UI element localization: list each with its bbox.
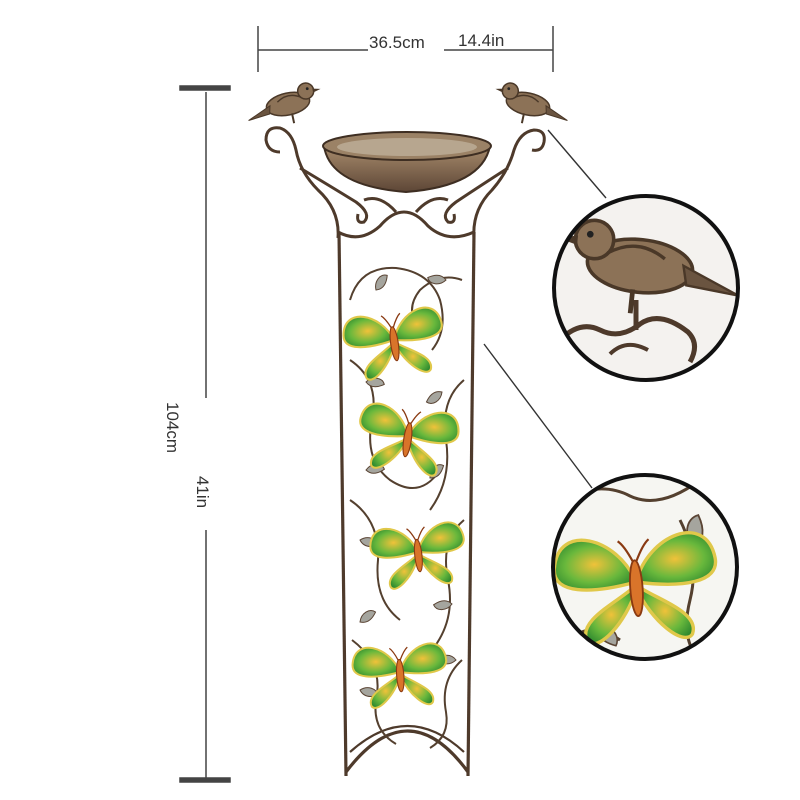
height-dimension-line bbox=[179, 85, 231, 783]
leaf-icon bbox=[426, 271, 448, 288]
leaf-icon bbox=[370, 272, 392, 293]
width-in-label: 14.4in bbox=[458, 31, 505, 50]
butterfly-icon bbox=[340, 304, 450, 384]
height-cm-label: 104cm bbox=[163, 402, 182, 454]
bird-bath-frame bbox=[264, 126, 546, 239]
butterfly-icon bbox=[350, 641, 451, 711]
bird-bath-bowl-icon bbox=[322, 131, 492, 194]
leaf-icon bbox=[356, 608, 379, 625]
width-dimension-line bbox=[257, 26, 554, 72]
bird-icon bbox=[242, 79, 328, 134]
leaf-icon bbox=[423, 389, 446, 406]
height-in-label: 41in bbox=[193, 476, 212, 509]
bird-detail-zoom bbox=[552, 194, 740, 382]
callout-lines bbox=[483, 129, 607, 489]
trellis-frame bbox=[337, 231, 476, 777]
width-cm-label: 36.5cm bbox=[369, 33, 425, 52]
bird-icon bbox=[488, 79, 574, 134]
butterfly-icon bbox=[367, 519, 470, 592]
butterfly-detail-zoom bbox=[551, 473, 739, 661]
